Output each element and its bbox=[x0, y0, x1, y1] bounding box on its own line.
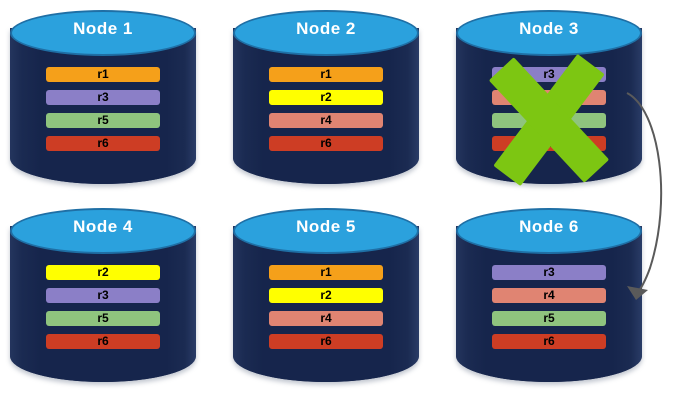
cylinder-top-5 bbox=[233, 208, 419, 254]
replica-bar[interactable]: r6 bbox=[46, 334, 160, 349]
replica-bar[interactable]: r6 bbox=[492, 136, 606, 151]
replica-list-3: r3 r4 r5 r6 bbox=[492, 67, 606, 159]
replica-bar[interactable]: r4 bbox=[269, 113, 383, 128]
replica-bar[interactable]: r4 bbox=[492, 90, 606, 105]
replica-bar[interactable]: r4 bbox=[492, 288, 606, 303]
replica-list-2: r1 r2 r4 r6 bbox=[269, 67, 383, 159]
node-cylinder-3[interactable]: Node 3 r3 r4 r5 r6 bbox=[456, 10, 642, 186]
replica-bar[interactable]: r5 bbox=[46, 311, 160, 326]
replica-bar[interactable]: r2 bbox=[269, 288, 383, 303]
replica-bar[interactable]: r3 bbox=[492, 265, 606, 280]
replica-bar[interactable]: r3 bbox=[492, 67, 606, 82]
replica-bar[interactable]: r6 bbox=[269, 136, 383, 151]
cylinder-top-6 bbox=[456, 208, 642, 254]
replica-list-5: r1 r2 r4 r6 bbox=[269, 265, 383, 357]
replica-bar[interactable]: r6 bbox=[46, 136, 160, 151]
replica-bar[interactable]: r3 bbox=[46, 288, 160, 303]
replica-list-6: r3 r4 r5 r6 bbox=[492, 265, 606, 357]
node-cylinder-1[interactable]: Node 1 r1 r3 r5 r6 bbox=[10, 10, 196, 184]
replica-bar[interactable]: r2 bbox=[269, 90, 383, 105]
node-cylinder-6[interactable]: Node 6 r3 r4 r5 r6 bbox=[456, 208, 642, 382]
node-cylinder-4[interactable]: Node 4 r2 r3 r5 r6 bbox=[10, 208, 196, 382]
cylinder-top-3 bbox=[456, 10, 642, 56]
replica-bar[interactable]: r5 bbox=[492, 113, 606, 128]
replica-bar[interactable]: r6 bbox=[269, 334, 383, 349]
replica-bar[interactable]: r1 bbox=[269, 265, 383, 280]
replica-bar[interactable]: r4 bbox=[269, 311, 383, 326]
replica-bar[interactable]: r3 bbox=[46, 90, 160, 105]
replica-bar[interactable]: r1 bbox=[269, 67, 383, 82]
replica-bar[interactable]: r1 bbox=[46, 67, 160, 82]
node-cylinder-2[interactable]: Node 2 r1 r2 r4 r6 bbox=[233, 10, 419, 184]
cylinder-top-2 bbox=[233, 10, 419, 56]
replica-list-1: r1 r3 r5 r6 bbox=[46, 67, 160, 159]
replica-bar[interactable]: r5 bbox=[46, 113, 160, 128]
replica-list-4: r2 r3 r5 r6 bbox=[46, 265, 160, 357]
replica-bar[interactable]: r6 bbox=[492, 334, 606, 349]
replica-bar[interactable]: r2 bbox=[46, 265, 160, 280]
cylinder-top-4 bbox=[10, 208, 196, 254]
cylinder-top-1 bbox=[10, 10, 196, 56]
replica-bar[interactable]: r5 bbox=[492, 311, 606, 326]
node-cylinder-5[interactable]: Node 5 r1 r2 r4 r6 bbox=[233, 208, 419, 382]
